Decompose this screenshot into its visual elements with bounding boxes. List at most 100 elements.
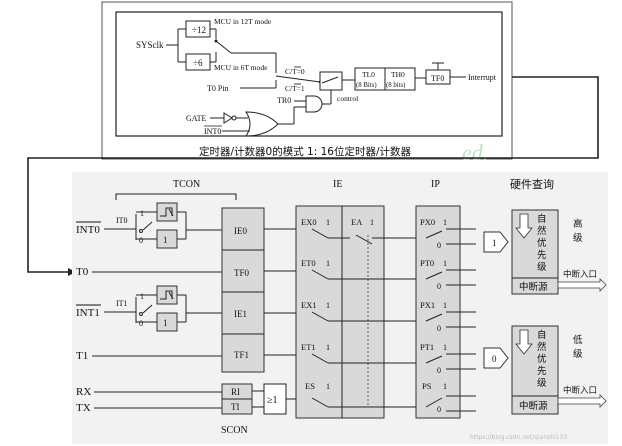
ct-select-switch [275,75,321,83]
int-source-high: 中断源 [519,281,548,293]
and-gate [305,95,323,113]
control-switch-box [319,71,343,91]
gate-label: GATE [186,114,207,123]
svg-text:优: 优 [537,237,547,249]
svg-text:EX1: EX1 [301,300,317,310]
scon-flags: RI TI ≥1 SCON [94,383,296,436]
th0-register [384,67,416,91]
svg-text:EX0: EX0 [301,217,317,227]
svg-text:优: 优 [537,353,547,365]
or-gate [245,111,279,137]
hardware-query-header: 硬件查询 [510,177,554,191]
svg-text:1: 1 [140,209,144,218]
tcon-header: TCON [173,179,200,190]
svg-text:1: 1 [163,318,168,328]
svg-text:0: 0 [437,282,441,291]
ie-header: IE [333,179,342,190]
source-tx: TX [76,402,91,414]
high-char-1: 高 [573,218,583,230]
ip-priority-column: PX0 1 0 PT0 1 0 PX1 1 0 [415,205,476,419]
source-url: https://blog.csdn.net/qianshi133 [470,434,567,441]
svg-text:先: 先 [537,249,547,261]
control-label: control [337,94,358,103]
priority-low-input: 0 [483,347,509,369]
low-priority-arrow [483,347,509,369]
ie-bit-et1: ET1 1 [301,342,384,364]
ct0-label: C/T=0 [285,67,305,76]
priority-high-input: 1 [483,231,509,253]
down-arrow-icon [515,329,533,355]
svg-text:1: 1 [492,238,497,248]
edge-detector-box [156,202,178,222]
ip-bit-pt1: PT1 1 0 [420,342,476,375]
scon-header: SCON [221,425,248,436]
mcu-12t-label: MCU in 12T mode [214,17,272,26]
svg-text:1: 1 [443,382,447,391]
low-priority-query: 自 然 优 先 级 中断源 低 级 中断入口 [511,325,607,415]
high-priority-arrow [483,231,509,253]
tf0-top-label: TF0 [431,74,444,83]
int-entry-high: 中断入口 [563,269,597,280]
ip-bit-pt0: PT0 1 0 [420,258,476,291]
svg-text:PS: PS [422,381,432,391]
svg-text:1: 1 [443,343,447,352]
or-gate-label: ≥1 [267,395,278,406]
source-t0: T0 [76,266,89,278]
it0-label: IT0 [116,216,128,225]
svg-text:PT1: PT1 [420,342,434,352]
svg-text:1: 1 [443,218,447,227]
ie-bit-ex0: EX0 1 [301,217,384,245]
svg-text:1: 1 [140,292,144,301]
svg-text:ES: ES [305,381,315,391]
source-rx: RX [76,386,91,398]
svg-text:1: 1 [163,235,168,245]
svg-text:1: 1 [326,382,330,391]
svg-text:0: 0 [437,405,441,414]
not-buffer [223,112,233,124]
down-arrow-icon [515,213,533,239]
int0-top-label: INT0 [204,127,221,136]
high-char-2: 级 [573,232,583,244]
ct1-label: C/T=1 [285,84,305,93]
diagram-caption: 定时器/计数器0的模式 1: 16位定时器/计数器 [199,145,412,158]
it1-label: IT1 [116,299,128,308]
svg-text:1: 1 [326,259,330,268]
interrupt-label: Interrupt [468,73,497,82]
tcon-flag-column [221,207,265,373]
entry-arrow-icon [557,278,607,292]
svg-text:1: 1 [443,301,447,310]
it0-trigger-select: IT0 1 0 1 [104,202,222,249]
high-priority-query: 自 然 优 先 级 中断源 高 级 中断入口 [511,209,607,295]
svg-text:级: 级 [537,261,547,273]
divide-12-label: ÷12 [192,25,206,35]
ie-bit-ex1: EX1 1 [301,300,384,322]
tl0-bits-label: (8 Bits) [356,82,377,89]
source-t1: T1 [76,350,88,362]
sysclk-label: SYSclk [136,40,164,50]
svg-text:0: 0 [492,354,497,364]
ea-label: EA [351,217,363,227]
source-int0: INT0 [76,224,100,236]
flag-tf1: TF1 [234,350,249,360]
svg-text:自: 自 [537,213,547,225]
mcu-6t-label: MCU in 6T mode [214,63,268,72]
th0-bits-label: (8 bits) [386,82,405,89]
ip-bit-px0: PX0 1 0 [420,217,476,250]
svg-text:0: 0 [139,236,143,245]
timer0-mode1-diagram: SYSclk ÷12 ÷6 MCU in 12T mode MCU in 6T … [101,1,513,165]
divide-6-label: ÷6 [193,58,203,68]
svg-text:1: 1 [326,218,330,227]
svg-text:0: 0 [437,324,441,333]
int-source-low: 中断源 [519,400,548,412]
svg-text:先: 先 [537,365,547,377]
svg-text:PX1: PX1 [420,300,435,310]
svg-text:1: 1 [443,259,447,268]
low-char-1: 低 [573,334,583,346]
ip-bit-ps: PS 1 0 [422,381,476,414]
svg-text:然: 然 [537,225,547,237]
flag-ie0: IE0 [234,226,247,236]
svg-text:1: 1 [326,343,330,352]
ip-header: IP [431,179,440,190]
tr0-label: TR0 [277,96,291,105]
